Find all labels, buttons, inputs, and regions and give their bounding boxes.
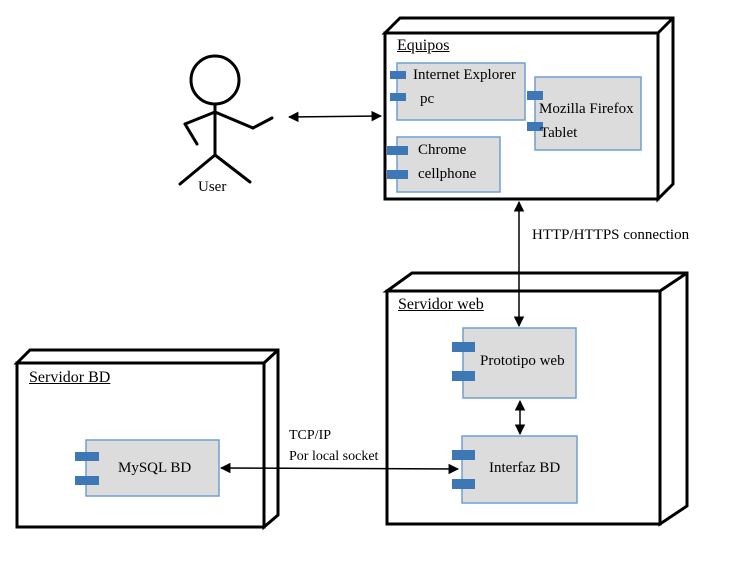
component-interfaz-bd[interactable] bbox=[452, 435, 578, 504]
component-mysql-bd[interactable] bbox=[75, 439, 220, 497]
component-port-icon bbox=[452, 371, 475, 381]
component-port-icon bbox=[75, 452, 99, 461]
component-label-interfaz-bd: Interfaz BD bbox=[489, 460, 561, 476]
component-prototipo-web[interactable] bbox=[452, 327, 577, 399]
component-label-mysql-bd: MySQL BD bbox=[118, 460, 192, 476]
component-label-prototipo-web: Prototipo web bbox=[480, 353, 565, 369]
connection-label-http: HTTP/HTTPS connection bbox=[532, 227, 690, 243]
user-label: User bbox=[198, 179, 227, 195]
component-label-tablet: Tablet bbox=[540, 125, 578, 141]
node-title-servidor-bd: Servidor BD bbox=[29, 369, 111, 386]
connector-user-equipos bbox=[287, 110, 383, 123]
component-label-mozilla-firefox: Mozilla Firefox bbox=[539, 101, 634, 117]
user-actor-icon bbox=[178, 54, 274, 186]
component-label-pc: pc bbox=[420, 91, 435, 107]
node-servidor-bd[interactable] bbox=[13, 348, 280, 531]
component-port-icon bbox=[387, 170, 408, 179]
component-mozilla-firefox[interactable] bbox=[527, 76, 642, 151]
connector-mysql-interfaz bbox=[219, 462, 460, 475]
component-internet-explorer[interactable] bbox=[390, 62, 526, 121]
node-title-servidor-web: Servidor web bbox=[398, 296, 484, 313]
component-port-icon bbox=[390, 71, 406, 79]
component-port-icon bbox=[452, 450, 475, 460]
component-port-icon bbox=[75, 476, 99, 485]
connection-label-tcp-ip: TCP/IP bbox=[289, 428, 332, 443]
component-port-icon bbox=[387, 146, 408, 155]
component-port-icon bbox=[452, 479, 475, 489]
component-label-chrome: Chrome bbox=[418, 142, 467, 158]
component-port-icon bbox=[527, 91, 543, 100]
component-label-cellphone: cellphone bbox=[418, 166, 477, 182]
component-port-icon bbox=[452, 342, 475, 352]
connection-label-local-socket: Por local socket bbox=[289, 449, 379, 464]
component-label-internet-explorer: Internet Explorer bbox=[413, 67, 516, 83]
component-chrome[interactable] bbox=[387, 136, 501, 193]
component-port-icon bbox=[390, 93, 406, 101]
node-title-equipos: Equipos bbox=[397, 37, 450, 54]
component-port-icon bbox=[527, 122, 543, 131]
